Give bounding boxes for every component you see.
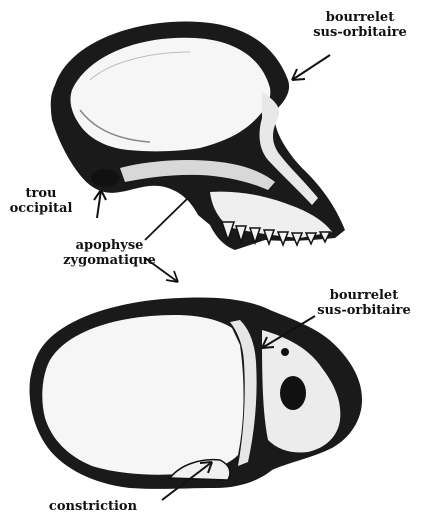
label-line: trou (2, 186, 80, 201)
label-line: apophyse (52, 238, 167, 253)
skull-superior-view (30, 298, 362, 489)
superior-cranial-vault (42, 315, 243, 475)
label-line: occipital (2, 201, 80, 216)
skull-lateral-view (51, 22, 345, 250)
arrow-top-bourrelet (292, 55, 330, 80)
label-line: sus-orbitaire (300, 25, 420, 40)
label-line: constriction (28, 499, 158, 514)
arrow-trou-occipital (94, 190, 106, 218)
label-bourrelet-sus-orbitaire-top: bourrelet sus-orbitaire (300, 10, 420, 40)
label-constriction: constriction (28, 499, 158, 514)
label-trou-occipital: trou occipital (2, 186, 80, 216)
label-line: zygomatique (52, 253, 167, 268)
label-line: bourrelet (304, 288, 424, 303)
label-line: bourrelet (300, 10, 420, 25)
label-line: sus-orbitaire (304, 303, 424, 318)
superior-orbit (280, 376, 306, 410)
label-bourrelet-sus-orbitaire-bottom: bourrelet sus-orbitaire (304, 288, 424, 318)
label-apophyse-zygomatique: apophyse zygomatique (52, 238, 167, 268)
